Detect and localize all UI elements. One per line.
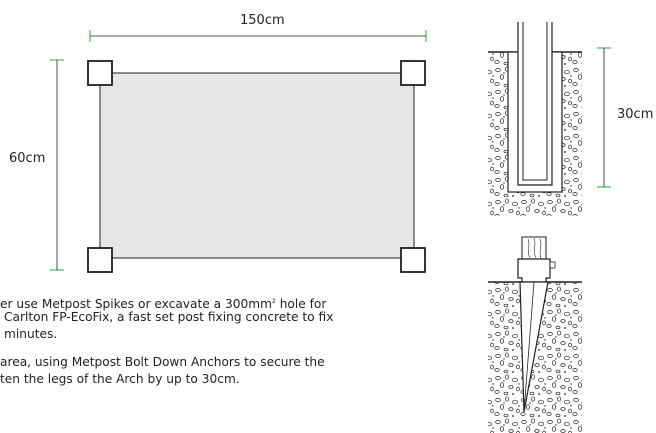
plan-view bbox=[50, 30, 427, 273]
corner-post-bottom-left bbox=[87, 247, 113, 273]
height-dimension-line bbox=[50, 59, 64, 271]
instruction-line: Carlton FP-EcoFix, a fast set post fixin… bbox=[4, 310, 334, 324]
width-dimension-line bbox=[89, 30, 427, 42]
superscript: 2 bbox=[272, 298, 276, 305]
instruction-line: area, using Metpost Bolt Down Anchors to… bbox=[0, 355, 325, 369]
depth-label: 30cm bbox=[617, 107, 654, 122]
instruction-text: er use Metpost Spikes or excavate a 300m… bbox=[0, 297, 272, 311]
corner-post-top-left bbox=[87, 60, 113, 86]
instruction-line: er use Metpost Spikes or excavate a 300m… bbox=[0, 294, 326, 312]
arch-base-area bbox=[99, 72, 415, 259]
instruction-line: minutes. bbox=[4, 327, 58, 341]
corner-post-top-right bbox=[400, 60, 426, 86]
corner-post-bottom-right bbox=[400, 247, 426, 273]
concrete-post-section bbox=[488, 22, 611, 216]
metpost-spike-section bbox=[488, 236, 582, 433]
width-label: 150cm bbox=[240, 13, 285, 28]
instruction-line: ten the legs of the Arch by up to 30cm. bbox=[0, 372, 240, 386]
height-label: 60cm bbox=[9, 151, 46, 166]
instruction-text: hole for bbox=[275, 297, 327, 311]
